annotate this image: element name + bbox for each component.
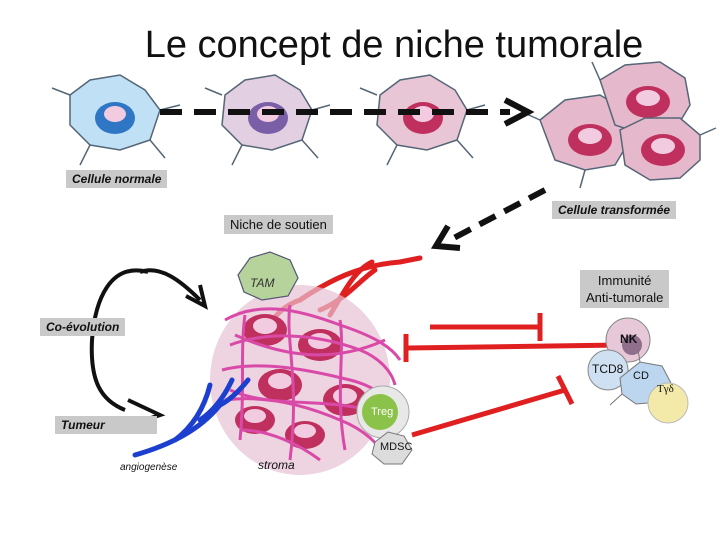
label-support-niche: Niche de soutien bbox=[224, 215, 333, 234]
intermediate-cell-2 bbox=[204, 74, 331, 166]
progression-arrow bbox=[160, 97, 535, 127]
coevolution-arrows bbox=[89, 268, 208, 427]
label-tumor: Tumeur bbox=[55, 416, 157, 434]
label-coevolution: Co-évolution bbox=[40, 318, 126, 336]
treg-cell bbox=[356, 385, 410, 439]
normal-cell-1 bbox=[51, 74, 181, 166]
label-tam: TAM bbox=[250, 276, 275, 290]
nk-cell bbox=[605, 317, 651, 363]
label-normal-cell: Cellule normale bbox=[66, 170, 168, 188]
tcd8-cell bbox=[587, 349, 629, 391]
niche-recruit-arrow bbox=[430, 187, 547, 251]
label-cd: CD bbox=[633, 370, 649, 382]
transformed-cell-cluster bbox=[521, 61, 717, 189]
label-tgd: Tγδ bbox=[657, 383, 674, 395]
page-title: Le concept de niche tumorale bbox=[144, 24, 644, 66]
label-mdsc: MDSC bbox=[380, 441, 413, 453]
tam-cell bbox=[237, 251, 299, 301]
tumor-mass bbox=[210, 285, 390, 475]
inhibition-lines bbox=[403, 313, 621, 438]
mdsc-cell bbox=[371, 431, 413, 465]
label-angiogenesis: angiogenèse bbox=[120, 462, 178, 473]
tgd-cell bbox=[647, 382, 689, 424]
label-treg: Treg bbox=[371, 406, 394, 418]
intermediate-cell-3 bbox=[359, 74, 486, 166]
label-nk: NK bbox=[620, 332, 638, 346]
label-transformed-cell: Cellule transformée bbox=[552, 201, 677, 219]
label-antitumor-immunity: Immunité Anti-tumorale bbox=[580, 270, 670, 308]
label-stroma: stroma bbox=[258, 458, 295, 472]
blue-vessels bbox=[132, 377, 251, 458]
label-tcd8: TCD8 bbox=[592, 362, 624, 376]
